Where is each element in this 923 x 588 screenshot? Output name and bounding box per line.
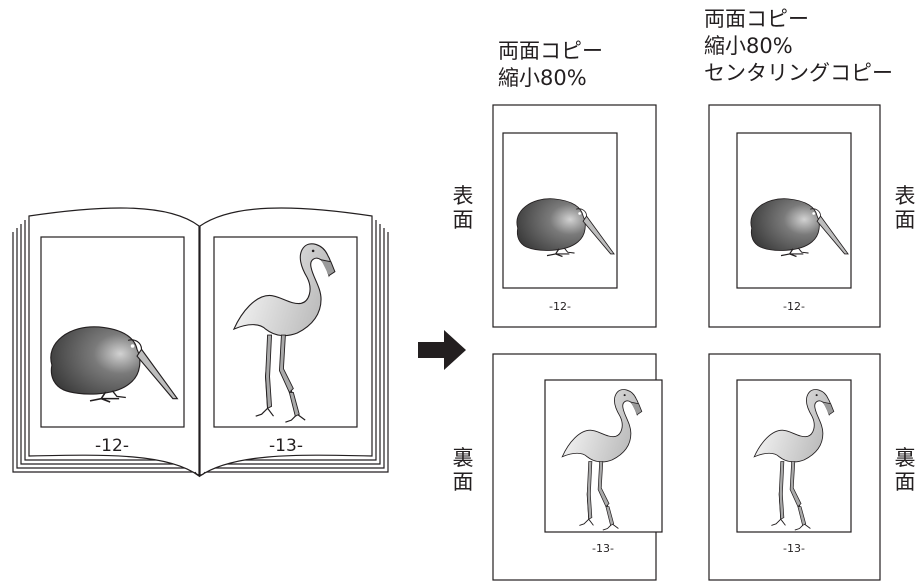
col1-mode-line-2: 縮小80% [498, 66, 587, 90]
col1-mode-line-1: 両面コピー [498, 39, 603, 63]
book-left-page-number: -12- [95, 436, 129, 456]
output-sheets [492, 104, 881, 581]
col1-front-page-number: -12- [549, 300, 571, 313]
front-side-label-left: 表 面 [452, 184, 474, 232]
back-side-label-right: 裏 面 [894, 446, 916, 494]
col1-back-page-number: -13- [592, 542, 614, 555]
arrow-right-icon [418, 330, 466, 370]
col1-mode-label: 両面コピー 縮小80% [498, 38, 603, 92]
col2-mode-line-1: 両面コピー [704, 7, 809, 31]
col2-back-page-number: -13- [783, 542, 805, 555]
front-side-label-right: 表 面 [894, 184, 916, 232]
book-right-page-number: -13- [269, 436, 303, 456]
back-side-label-left: 裏 面 [452, 446, 474, 494]
col2-mode-line-2: 縮小80% [704, 34, 793, 58]
col2-mode-line-3: センタリングコピー [704, 61, 893, 85]
col2-front-page-number: -12- [783, 300, 805, 313]
col2-mode-label: 両面コピー 縮小80% センタリングコピー [704, 6, 893, 87]
